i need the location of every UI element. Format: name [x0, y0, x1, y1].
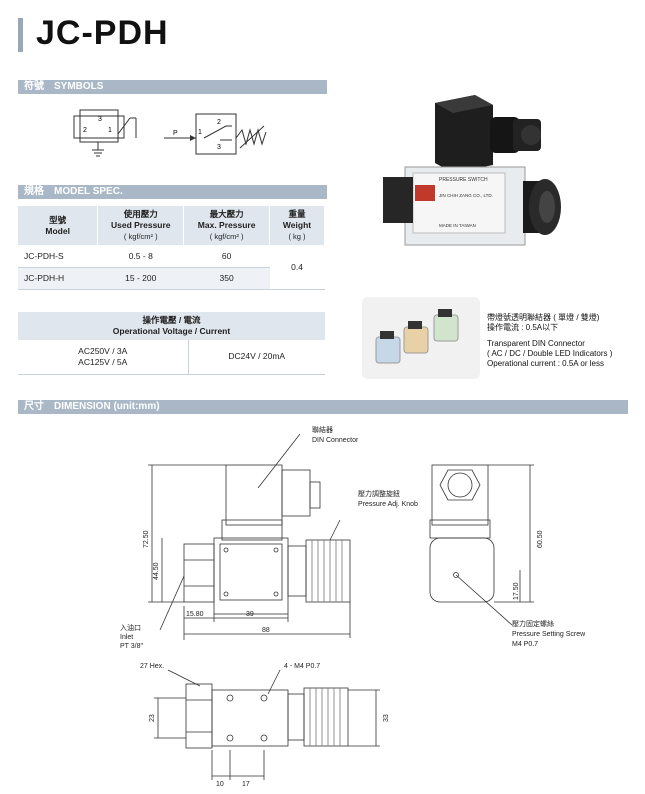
svg-text:壓力調整旋鈕: 壓力調整旋鈕	[358, 489, 400, 498]
svg-text:10: 10	[216, 781, 224, 788]
svg-text:72.50: 72.50	[143, 530, 150, 548]
svg-text:33: 33	[383, 714, 390, 722]
title-accent-bar	[18, 18, 23, 52]
product-photo: PRESSURE SWITCH JIN CHIH ZANG CO., LTD. …	[383, 95, 561, 246]
svg-text:壓力固定螺絲: 壓力固定螺絲	[512, 619, 554, 628]
sym-num-3: 3	[98, 116, 102, 123]
dimension-drawing: 聯結器 DIN Connector 壓力調整旋鈕 Pressure Adj. K…	[120, 425, 586, 788]
switch-symbol-right: P 1 2 3	[164, 113, 267, 155]
connector-photo	[362, 297, 480, 379]
svg-text:MADE IN TAIWAN: MADE IN TAIWAN	[439, 223, 476, 228]
weight-value: 0.4	[269, 245, 325, 290]
svg-text:入油口: 入油口	[120, 623, 141, 632]
svg-text:17: 17	[242, 781, 250, 788]
connector-description: 帶燈號透明聯結器 ( 單燈 / 雙燈) 操作電流 : 0.5A以下 Transp…	[487, 313, 613, 368]
svg-text:Pressure Setting Screw: Pressure Setting Screw	[512, 631, 586, 638]
svg-text:JIN CHIH ZANG CO., LTD.: JIN CHIH ZANG CO., LTD.	[439, 193, 493, 198]
svg-text:23: 23	[149, 714, 156, 722]
svg-text:Inlet: Inlet	[120, 634, 133, 641]
svg-text:17.50: 17.50	[513, 582, 520, 600]
svg-text:M4 P0.7: M4 P0.7	[512, 641, 538, 648]
svg-text:PT 3/8": PT 3/8"	[120, 643, 143, 650]
svg-text:88: 88	[262, 627, 270, 634]
svg-text:聯結器: 聯結器	[312, 425, 333, 434]
svg-text:Pressure Adj. Knob: Pressure Adj. Knob	[358, 501, 418, 508]
sym-pressure-p: P	[173, 130, 178, 137]
svg-text:15.80: 15.80	[186, 611, 204, 618]
table-row: JC-PDH-S 0.5 - 8 60 0.4	[18, 245, 325, 290]
switch-symbol-left: 3 2 1	[73, 109, 137, 157]
svg-text:44.50: 44.50	[153, 562, 160, 580]
svg-text:DIN Connector: DIN Connector	[312, 437, 359, 444]
sym-num-1b: 1	[198, 129, 202, 136]
sym-num-3b: 3	[217, 144, 221, 151]
svg-text:27 Hex.: 27 Hex.	[140, 663, 164, 670]
svg-text:4 - M4 P0.7: 4 - M4 P0.7	[284, 663, 320, 670]
svg-text:39: 39	[246, 611, 254, 618]
page-title: JC-PDH	[36, 14, 169, 52]
svg-text:PRESSURE SWITCH: PRESSURE SWITCH	[439, 177, 488, 183]
svg-text:60.50: 60.50	[537, 530, 544, 548]
table-row: JC-PDH-H 15 - 200 350	[18, 267, 325, 290]
sym-num-2: 2	[83, 127, 87, 134]
sym-num-2b: 2	[217, 119, 221, 126]
sym-num-1: 1	[108, 127, 112, 134]
